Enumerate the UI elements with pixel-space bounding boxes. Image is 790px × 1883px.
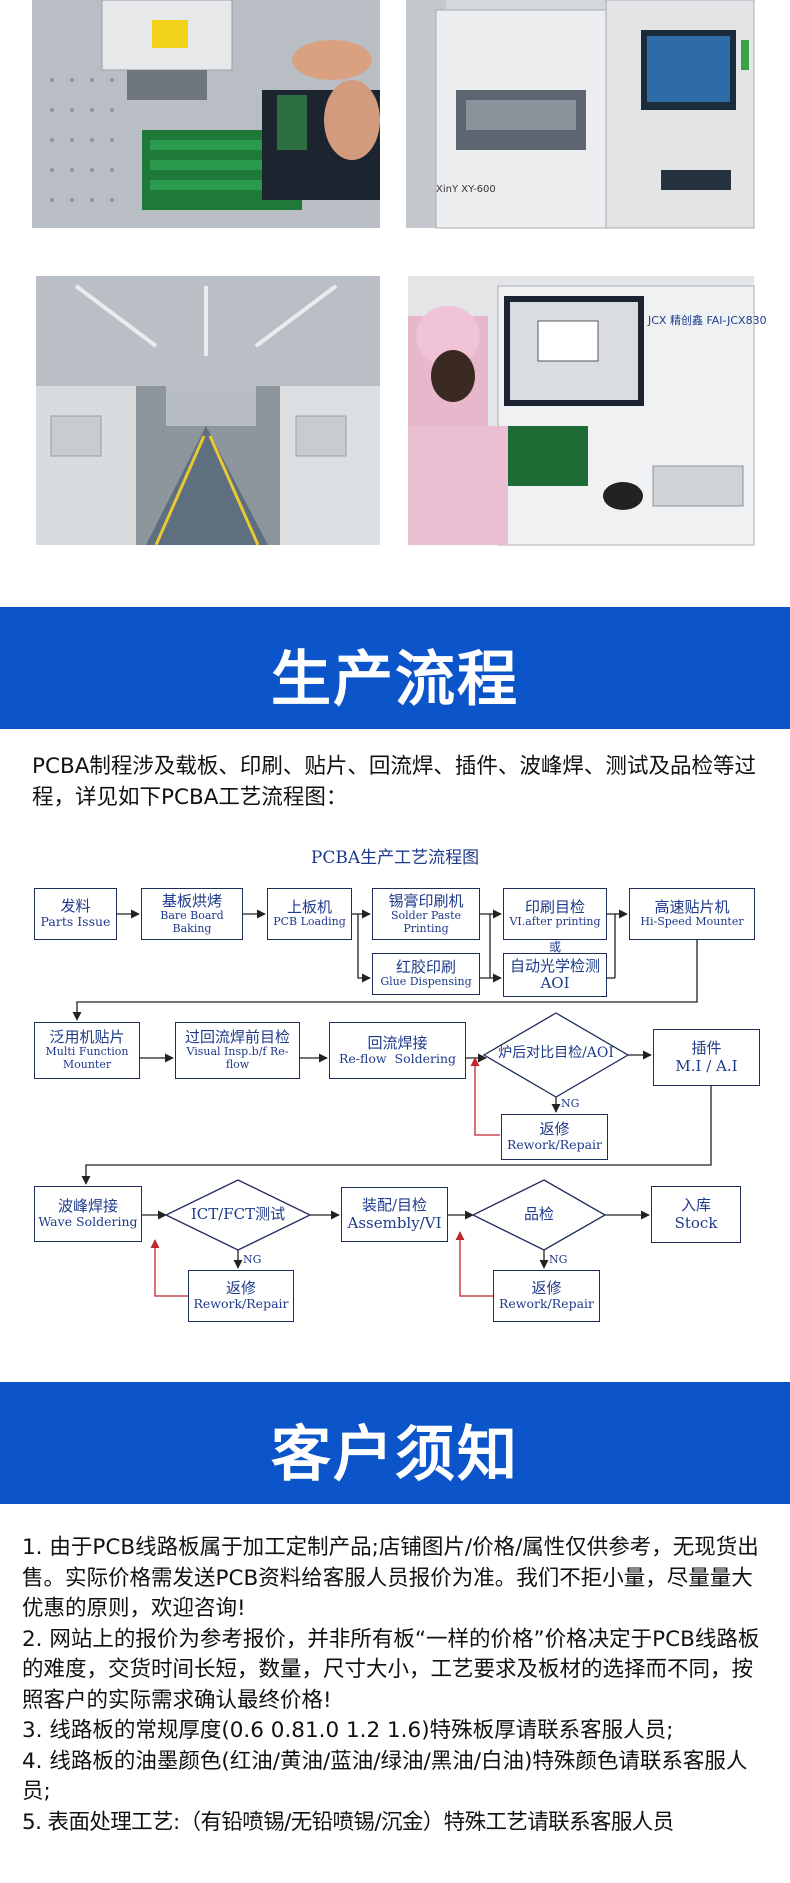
node-visual-insp-reflow-zh: 过回流焊前目检 (184, 1028, 290, 1047)
node-visual-insp-reflow: 过回流焊前目检 Visual Insp.b/f Re-flow (175, 1022, 300, 1079)
node-parts-issue-en: Parts Issue (40, 914, 111, 930)
node-aoi-en: AOI (540, 974, 570, 992)
node-glue-dispensing-zh: 红胶印刷 (395, 958, 456, 977)
notice-list: 1. 由于PCB线路板属于加工定制产品;店铺图片/价格/属性仅供参考，无现货出售… (22, 1533, 770, 1838)
notice-item: 5. 表面处理工艺:（有铅喷锡/无铅喷锡/沉金）特殊工艺请联系客服人员 (22, 1809, 674, 1835)
node-glue-dispensing-en: Glue Dispensing (380, 975, 472, 989)
node-stock-zh: 入库 (680, 1196, 711, 1215)
node-solder-paste-printing-en: Solder Paste Printing (390, 908, 462, 935)
node-glue-dispensing: 红胶印刷 Glue Dispensing (372, 953, 480, 995)
machine-model-label: XinY XY-600 (436, 184, 496, 195)
node-stock-en: Stock (674, 1213, 718, 1232)
node-mi-ai: 插件 M.I / A.I (653, 1029, 760, 1086)
node-aoi-zh: 自动光学检测 (509, 956, 600, 975)
node-rework-repair-3-en: Rework/Repair (498, 1296, 595, 1312)
node-multi-function-mounter-zh: 泛用机贴片 (49, 1028, 125, 1047)
node-rework-repair-2-en: Rework/Repair (193, 1296, 289, 1312)
production-process-title: 生产流程 (271, 645, 519, 715)
node-bare-board-baking: 基板烘烤 Bare Board Baking (141, 888, 243, 940)
node-parts-issue-zh: 发料 (60, 897, 91, 916)
node-parts-issue: 发料 Parts Issue (34, 888, 117, 940)
node-vi-after-printing: 印刷目检 VI.after printing (503, 888, 607, 940)
diamond-aoi-label: 炉后对比目检/AOI (498, 1045, 614, 1061)
diamond-quality-label: 品检 (523, 1205, 554, 1223)
notice-item: 4. 线路板的油墨颜色(红油/黄油/蓝油/绿油/黑油/白油)特殊颜色请联系客服人… (22, 1748, 748, 1805)
node-vi-after-printing-en: VI.after printing (509, 915, 601, 929)
notice-item: 3. 线路板的常规厚度(0.6 0.81.0 1.2 1.6)特殊板厚请联系客服… (22, 1718, 674, 1743)
node-assembly-vi: 装配/目检 Assembly/VI (341, 1187, 448, 1242)
node-bare-board-baking-en: Bare Board Baking (160, 908, 224, 935)
notice-item: 1. 由于PCB线路板属于加工定制产品;店铺图片/价格/属性仅供参考，无现货出售… (22, 1535, 759, 1621)
node-assembly-vi-en: Assembly/VI (347, 1213, 442, 1232)
node-reflow-soldering-zh: 回流焊接 (367, 1033, 428, 1052)
node-vi-after-printing-zh: 印刷目检 (524, 898, 585, 917)
notice-item: 2. 网站上的报价为参考报价，并非所有板“一样的价格”价格决定于PCB线路板的难… (22, 1626, 760, 1713)
customer-notice-title: 客户须知 (271, 1420, 519, 1490)
node-wave-soldering: 波峰焊接 Wave Soldering (34, 1186, 142, 1242)
node-hi-speed-mounter-zh: 高速贴片机 (654, 898, 730, 917)
node-rework-repair-3: 返修 Rework/Repair (493, 1270, 600, 1322)
node-visual-insp-reflow-en: Visual Insp.b/f Re-flow (186, 1045, 289, 1072)
node-rework-repair-1-en: Rework/Repair (506, 1137, 603, 1153)
intro-text: PCBA制程涉及载板、印刷、贴片、回流焊、插件、波峰焊、测试及品检等过程，详见如… (32, 754, 756, 810)
node-stock: 入库 Stock (651, 1186, 741, 1243)
node-reflow-soldering-en: Re-flow Soldering (338, 1050, 457, 1066)
node-rework-repair-1-zh: 返修 (539, 1120, 570, 1139)
node-rework-repair-2-zh: 返修 (225, 1279, 256, 1298)
node-rework-repair-1: 返修 Rework/Repair (501, 1114, 608, 1160)
node-wave-soldering-en: Wave Soldering (38, 1214, 138, 1230)
fai-tester-photo: JCX 精创鑫 FAI-JCX830 (408, 276, 767, 546)
ng-label-quality: NG (549, 1253, 568, 1266)
node-multi-function-mounter: 泛用机贴片 Multi Function Mounter (34, 1022, 140, 1079)
tester-brand-label: JCX 精创鑫 FAI-JCX830 (647, 313, 767, 327)
customer-notice-banner: 客户须知 (0, 1382, 790, 1504)
node-solder-paste-printing: 锡膏印刷机 Solder Paste Printing (372, 888, 480, 940)
node-multi-function-mounter-en: Multi Function Mounter (45, 1045, 129, 1072)
node-hi-speed-mounter: 高速贴片机 Hi-Speed Mounter (629, 888, 755, 940)
node-bare-board-baking-zh: 基板烘烤 (161, 891, 222, 910)
ng-label-ict: NG (243, 1253, 262, 1266)
node-reflow-soldering: 回流焊接 Re-flow Soldering (329, 1022, 466, 1079)
node-solder-paste-printing-zh: 锡膏印刷机 (388, 891, 464, 910)
node-hi-speed-mounter-en: Hi-Speed Mounter (640, 915, 744, 929)
smt-line-photo (36, 276, 380, 546)
ng-label-aoi: NG (561, 1097, 580, 1110)
diamond-ict-fct-label: ICT/FCT测试 (190, 1205, 286, 1223)
solder-printer-photo: XinY XY-600 (406, 0, 755, 229)
node-aoi: 自动光学检测 AOI (503, 953, 607, 997)
node-pcb-loading-zh: 上板机 (286, 898, 332, 917)
node-mi-ai-en: M.I / A.I (675, 1056, 738, 1075)
node-pcb-loading-en: PCB Loading (273, 915, 346, 929)
node-wave-soldering-zh: 波峰焊接 (57, 1197, 118, 1216)
laser-marking-photo (32, 0, 380, 228)
production-process-banner: 生产流程 (0, 607, 790, 729)
flowchart-title: PCBA生产工艺流程图 (310, 848, 480, 868)
node-mi-ai-zh: 插件 (691, 1039, 722, 1058)
node-pcb-loading: 上板机 PCB Loading (267, 888, 352, 940)
node-rework-repair-2: 返修 Rework/Repair (188, 1270, 294, 1322)
or-label: 或 (549, 940, 562, 954)
node-assembly-vi-zh: 装配/目检 (361, 1196, 428, 1215)
node-rework-repair-3-zh: 返修 (531, 1279, 562, 1298)
